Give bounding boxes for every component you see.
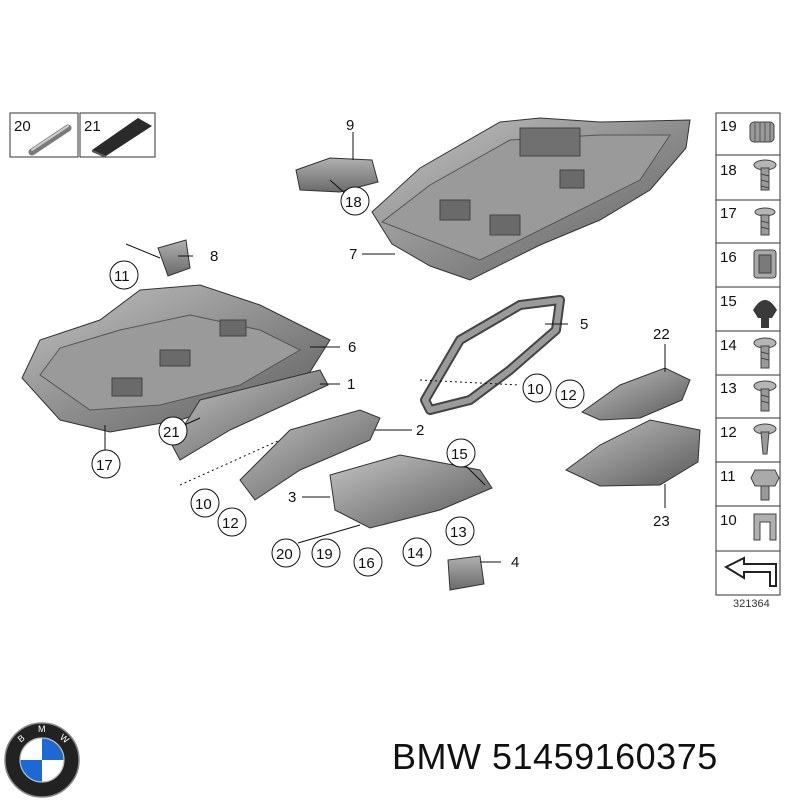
part-2-trim xyxy=(239,409,381,501)
screw-icon xyxy=(753,337,777,369)
pin-icon xyxy=(28,124,72,156)
callout-20: 20 xyxy=(276,546,293,563)
callout-11: 11 xyxy=(114,268,130,285)
callout-6: 6 xyxy=(348,339,356,356)
screw-icon xyxy=(753,380,777,412)
legend-label-13: 13 xyxy=(720,380,737,397)
callout-13: 13 xyxy=(450,524,467,541)
part-3-glovebox xyxy=(329,454,493,529)
callouts: 9 18 7 8 11 6 1 2 3 4 5 22 23 17 21 15 1… xyxy=(91,117,670,577)
callout-7: 7 xyxy=(349,246,357,263)
reference-arrow-icon xyxy=(723,556,777,587)
legend-label-14: 14 xyxy=(720,337,737,354)
hex-screw-icon xyxy=(750,469,780,501)
bmw-logo-icon: B M W xyxy=(4,722,80,798)
legend-label-19: 19 xyxy=(720,118,737,135)
part-4-latch xyxy=(447,555,485,591)
callout-19: 19 xyxy=(316,546,333,563)
callout-18: 18 xyxy=(345,194,362,211)
callout-23: 23 xyxy=(653,513,670,530)
part-22-cover xyxy=(580,367,691,421)
callout-12b: 12 xyxy=(222,515,239,532)
callout-22: 22 xyxy=(653,326,670,343)
screw-icon xyxy=(753,423,777,455)
brand-name: BMW xyxy=(392,736,482,777)
legend-label-15: 15 xyxy=(720,293,737,310)
legend-label-16: 16 xyxy=(720,249,737,266)
callout-21: 21 xyxy=(163,424,180,441)
legend-label-11: 11 xyxy=(720,468,736,485)
callout-5: 5 xyxy=(580,316,588,333)
legend-label-21: 21 xyxy=(84,118,101,135)
pad-icon xyxy=(92,118,152,158)
legend-label-20: 20 xyxy=(14,118,31,135)
legend-label-12: 12 xyxy=(720,424,737,441)
callout-3: 3 xyxy=(288,489,296,506)
part-7-upper-panel xyxy=(371,117,691,281)
callout-15: 15 xyxy=(451,446,468,463)
part-9-bracket xyxy=(295,157,379,193)
leader-lines xyxy=(104,132,666,563)
svg-text:B: B xyxy=(16,733,27,745)
callout-10a: 10 xyxy=(527,381,544,398)
part-23-housing xyxy=(565,419,701,487)
part-number: 51459160375 xyxy=(492,736,718,777)
clip-nut-icon xyxy=(753,249,777,279)
legend-label-18: 18 xyxy=(720,162,737,179)
legend-side: 19 18 17 16 15 14 13 12 11 10 xyxy=(715,112,781,596)
callout-16: 16 xyxy=(358,555,375,572)
screw-icon xyxy=(754,207,776,236)
callout-1: 1 xyxy=(347,376,355,393)
reference-number: 321364 xyxy=(733,598,770,610)
callout-8: 8 xyxy=(210,248,218,265)
legend-label-10: 10 xyxy=(720,512,737,529)
callout-12a: 12 xyxy=(560,387,577,404)
callout-14: 14 xyxy=(407,545,424,562)
knob-icon xyxy=(749,121,775,143)
part-caption: BMW 51459160375 xyxy=(392,736,718,778)
callout-4: 4 xyxy=(511,554,519,571)
callout-9: 9 xyxy=(346,117,354,134)
plug-icon xyxy=(753,300,777,328)
part-5-frame xyxy=(420,295,565,415)
legend-label-17: 17 xyxy=(720,205,737,222)
legend-top: 20 21 xyxy=(9,112,156,158)
callout-17: 17 xyxy=(96,457,113,474)
screw-icon xyxy=(753,159,777,191)
part-8-bracket xyxy=(157,239,191,277)
svg-text:M: M xyxy=(38,724,46,734)
part-6-lower-panel xyxy=(21,284,331,433)
clip-icon xyxy=(753,513,777,541)
callout-10b: 10 xyxy=(195,496,212,513)
callout-2: 2 xyxy=(416,422,424,439)
